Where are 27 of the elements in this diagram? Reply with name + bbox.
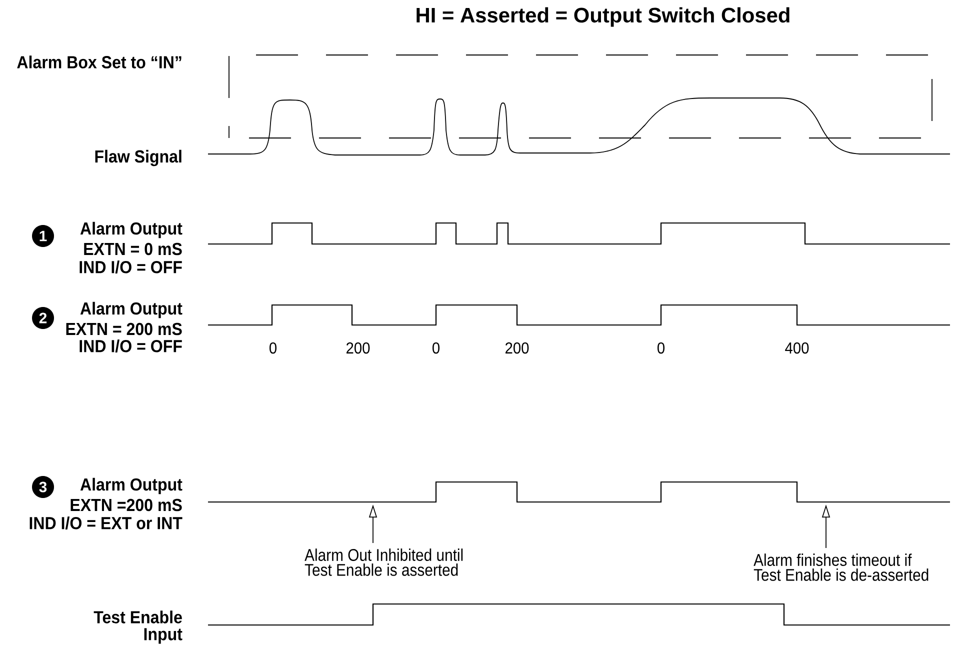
time-label: 0	[270, 342, 277, 354]
row-label: Alarm Output	[80, 478, 182, 494]
time-label: 0	[432, 342, 440, 354]
title: HI = Asserted = Output Switch Closed	[416, 7, 790, 27]
callout-number: 3	[32, 476, 54, 498]
row-label: Flaw Signal	[95, 150, 182, 166]
row-label: Test Enable	[94, 610, 182, 624]
row-label: IND I/O = EXT or INT	[30, 516, 182, 530]
digital-waveform	[208, 481, 950, 503]
row-label: IND I/O = OFF	[80, 260, 182, 274]
callout-number: 1	[32, 225, 54, 247]
row-label: EXTN = 200 mS	[66, 322, 182, 336]
time-label: 0	[658, 342, 665, 354]
callout-text: Alarm finishes timeout if Test Enable is de-asserted	[754, 554, 928, 581]
row-label: EXTN =200 mS	[70, 498, 182, 512]
row-label: Input	[144, 628, 182, 644]
callout-text: Alarm Out Inhibited until Test Enable is asserted	[304, 548, 463, 576]
time-label: 200	[506, 342, 529, 354]
callout-number: 2	[32, 307, 54, 329]
time-label: 200	[346, 342, 370, 354]
row-label: Alarm Output	[80, 222, 182, 238]
row-label: IND I/O = OFF	[80, 340, 182, 352]
row-label: Alarm Box Set to “IN”	[17, 56, 182, 68]
alarm-box	[228, 54, 932, 138]
time-label: 400	[785, 342, 809, 354]
row-label: EXTN = 0 mS	[84, 242, 182, 256]
row-label: Alarm Output	[80, 302, 182, 318]
